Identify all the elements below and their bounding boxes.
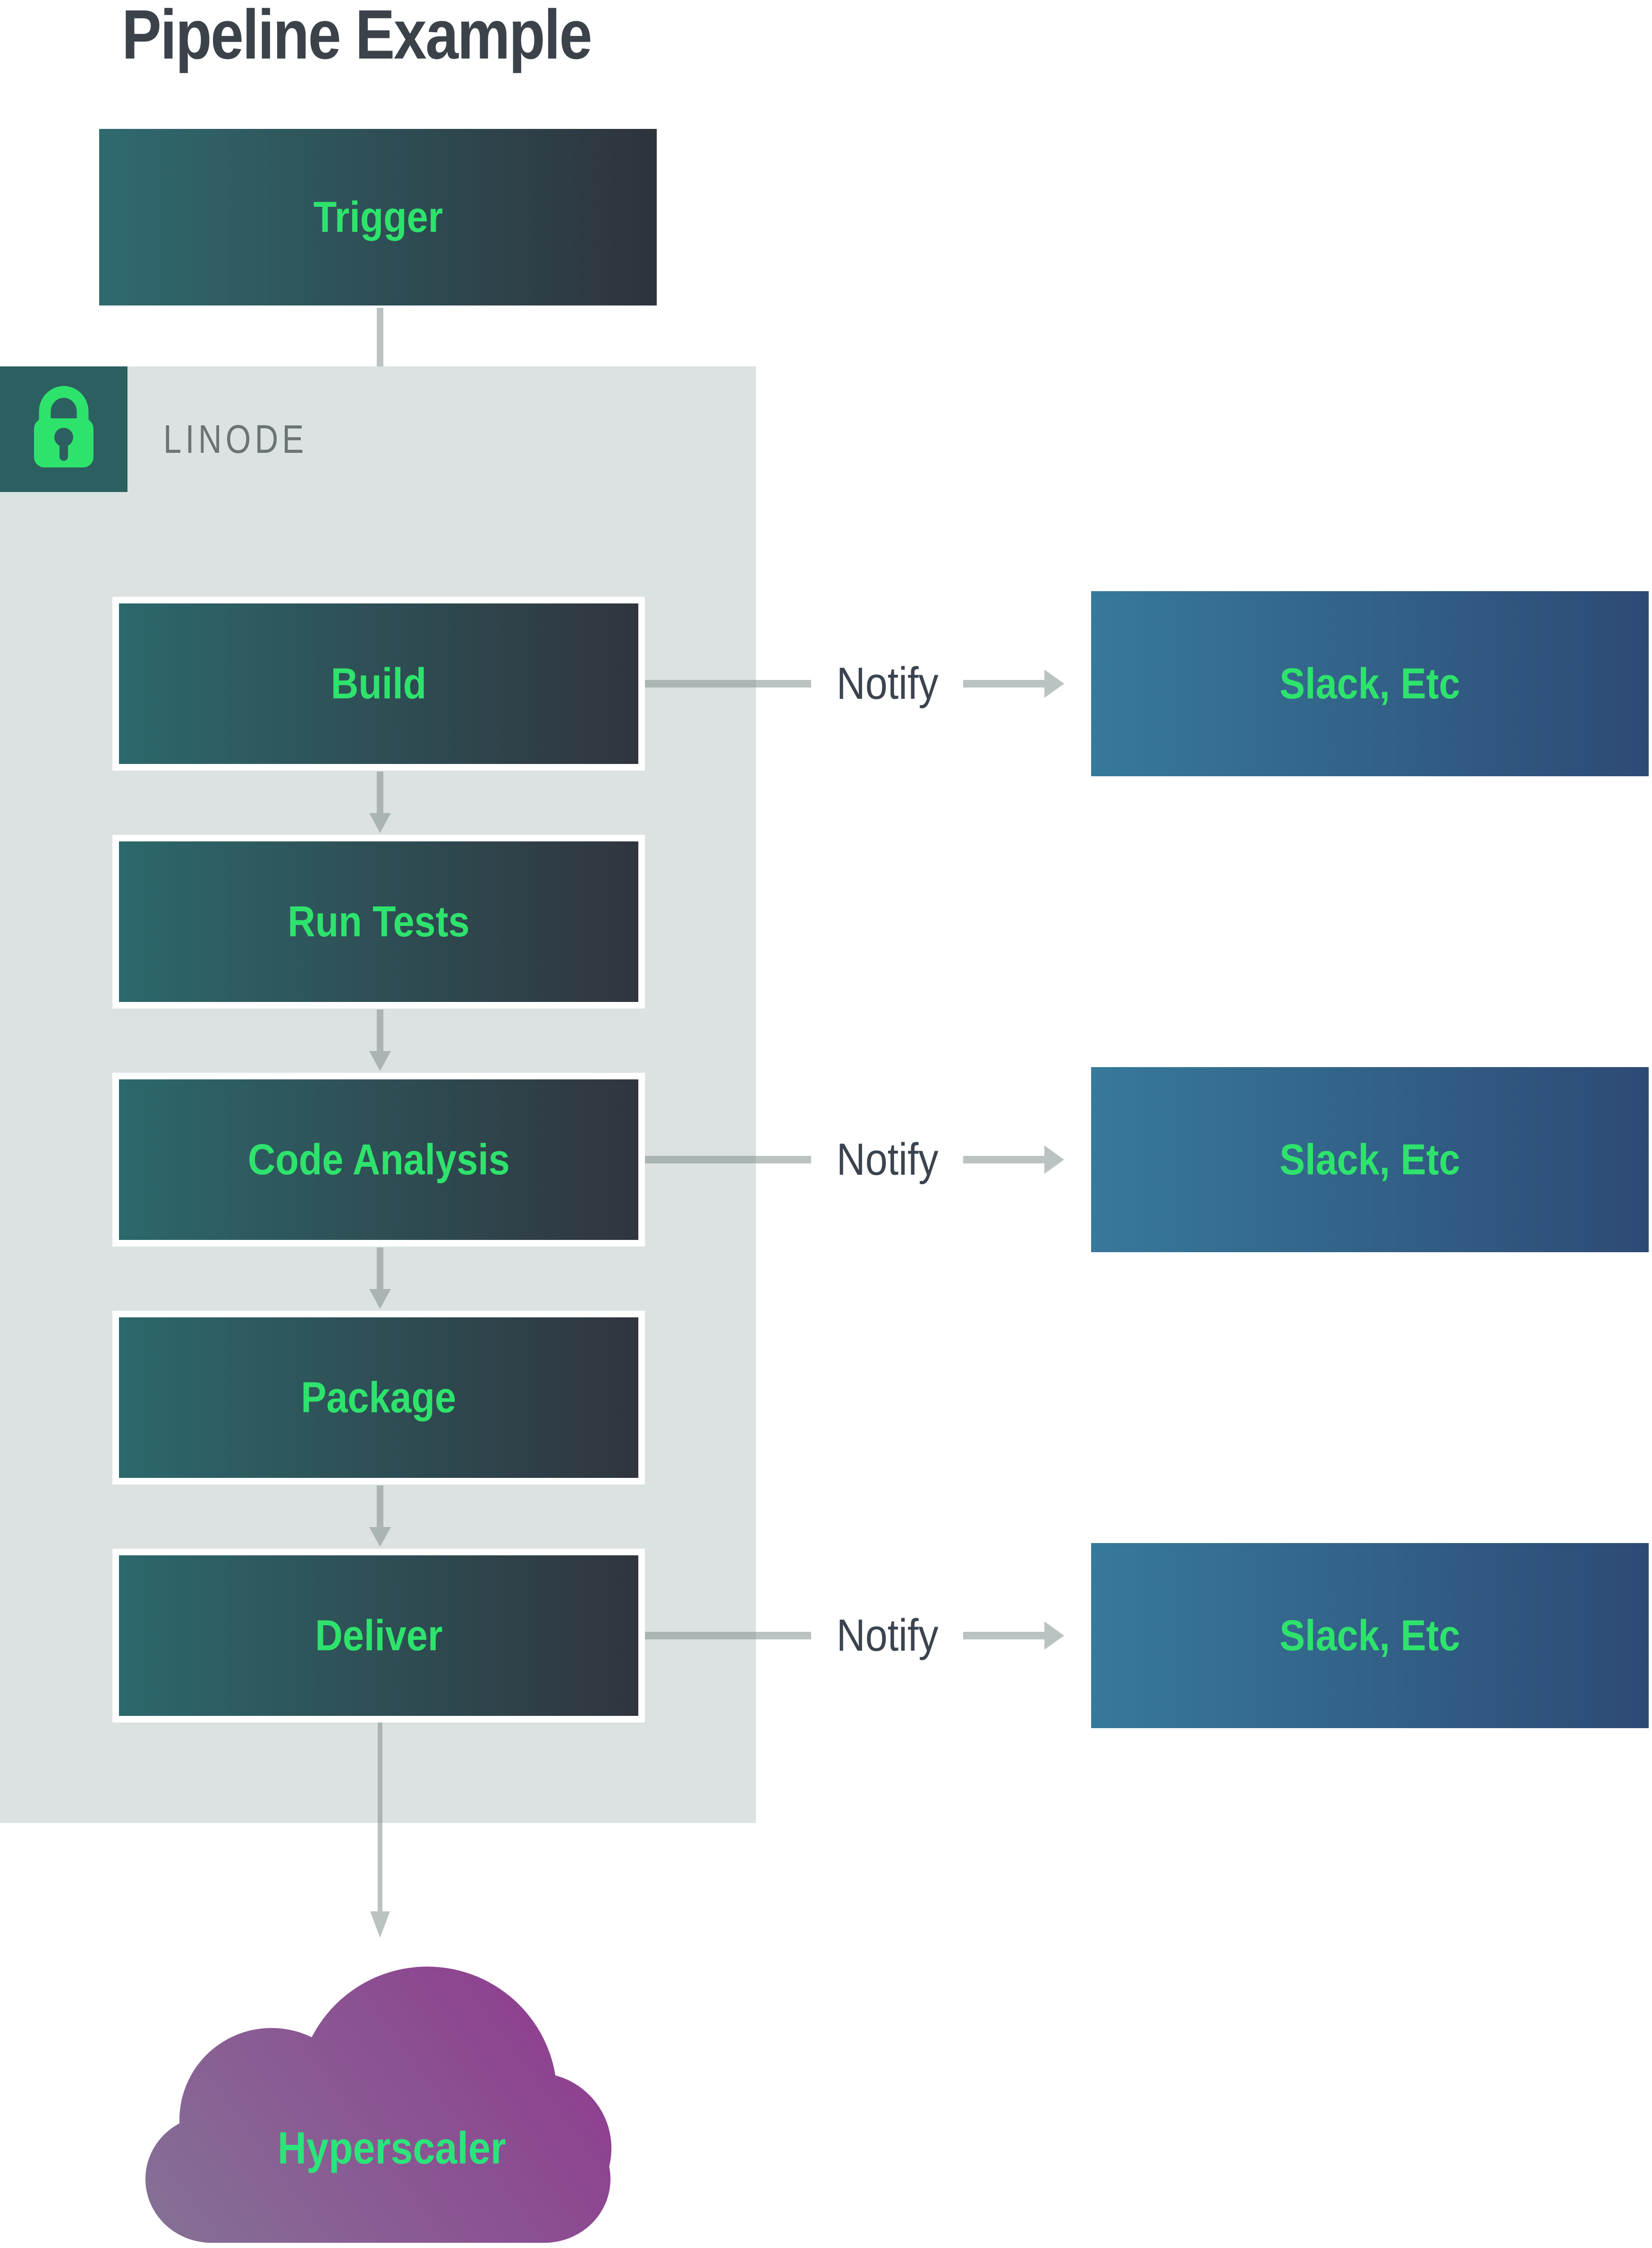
lock-icon (0, 365, 127, 493)
slack-label-code-analysis: Slack, Etc (1279, 1136, 1460, 1184)
stage-label-deliver: Deliver (314, 1612, 443, 1660)
stage-node-code-analysis: Code Analysis (112, 1073, 645, 1247)
lock-badge (0, 366, 127, 492)
notify-arrow-code-analysis-shaft (963, 1156, 1044, 1163)
arrow-down-build-runtests-icon (369, 813, 391, 833)
stage-node-deliver: Deliver (112, 1549, 645, 1722)
notify-label-code-analysis-text: Notify (837, 1134, 939, 1185)
stage-label-package: Package (301, 1374, 457, 1422)
arrow-down-build-runtests-shaft (377, 772, 383, 813)
stage-label-run-tests: Run Tests (288, 898, 470, 946)
arrow-down-package-deliver-shaft (377, 1485, 383, 1527)
linode-container-label: LINODE (163, 419, 339, 459)
notify-line-build (645, 680, 811, 687)
stage-label-code-analysis: Code Analysis (247, 1136, 510, 1184)
stage-node-package: Package (112, 1311, 645, 1485)
notify-label-deliver-text: Notify (837, 1610, 939, 1661)
stage-node-code-analysis-fill: Code Analysis (119, 1079, 638, 1240)
stage-node-build-fill: Build (119, 603, 638, 764)
slack-node-build: Slack, Etc (1091, 591, 1649, 776)
stage-node-deliver-fill: Deliver (119, 1555, 638, 1716)
notify-arrow-build-icon (1044, 670, 1064, 698)
slack-label-deliver: Slack, Etc (1279, 1612, 1460, 1660)
stage-node-package-fill: Package (119, 1317, 638, 1478)
page-title-text: Pipeline Example (122, 0, 593, 74)
notify-arrow-build-shaft (963, 680, 1044, 687)
notify-label-code-analysis: Notify (803, 1132, 973, 1187)
cloud-icon (145, 1967, 611, 2243)
notify-label-deliver: Notify (803, 1608, 973, 1663)
notify-arrow-deliver-shaft (963, 1632, 1044, 1639)
arrow-down-codeanalysis-package-icon (369, 1289, 391, 1309)
arrow-down-runtests-codeanalysis-icon (369, 1051, 391, 1071)
notify-line-code-analysis (645, 1156, 811, 1163)
arrow-down-runtests-codeanalysis-shaft (377, 1009, 383, 1051)
page-title: Pipeline Example (122, 0, 674, 70)
slack-label-build: Slack, Etc (1279, 660, 1460, 708)
notify-arrow-code-analysis-icon (1044, 1145, 1064, 1174)
notify-label-build-text: Notify (837, 658, 939, 709)
cloud-label: Hyperscaler (179, 2121, 604, 2175)
stage-node-build: Build (112, 597, 645, 771)
trigger-node: Trigger (99, 129, 657, 305)
slack-node-deliver: Slack, Etc (1091, 1543, 1649, 1728)
linode-label-text: LINODE (163, 417, 308, 461)
stage-label-build: Build (330, 660, 427, 708)
slack-node-code-analysis: Slack, Etc (1091, 1067, 1649, 1252)
stage-node-run-tests: Run Tests (112, 835, 645, 1009)
arrow-down-deliver-cloud-shaft (378, 1722, 382, 1911)
arrow-down-deliver-cloud-icon (370, 1911, 390, 1938)
notify-line-deliver (645, 1632, 811, 1639)
cloud-label-text: Hyperscaler (278, 2123, 506, 2173)
arrow-down-codeanalysis-package-shaft (377, 1247, 383, 1289)
notify-arrow-deliver-icon (1044, 1621, 1064, 1650)
stage-node-run-tests-fill: Run Tests (119, 841, 638, 1002)
arrow-down-package-deliver-icon (369, 1527, 391, 1547)
trigger-label: Trigger (313, 193, 443, 241)
notify-label-build: Notify (803, 656, 973, 711)
